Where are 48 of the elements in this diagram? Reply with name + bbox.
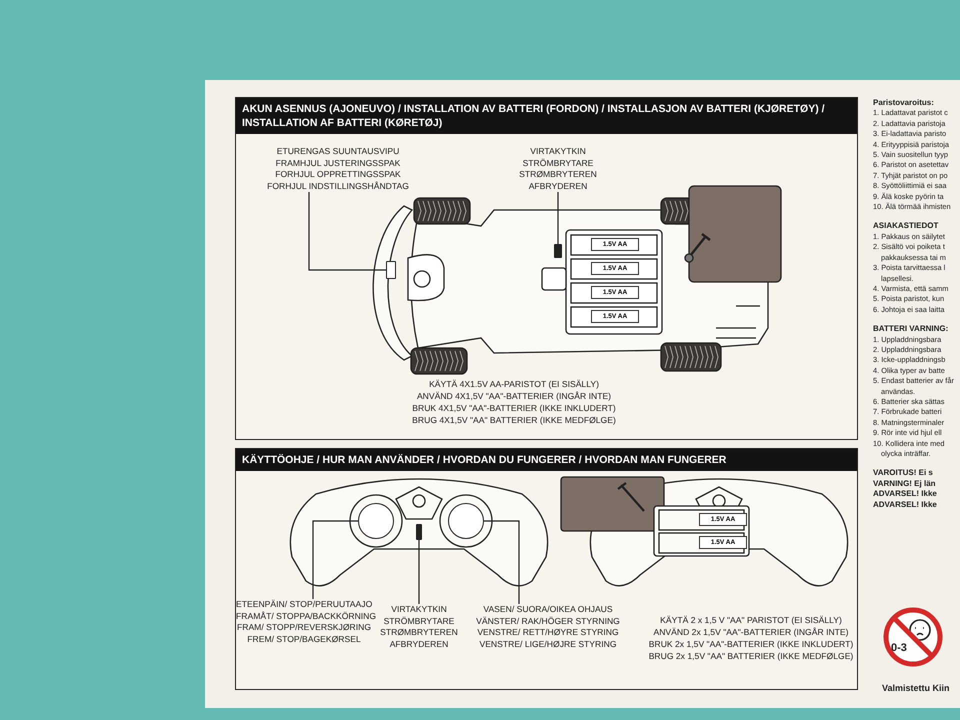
warning-text: VARNING! Ej län: [873, 478, 937, 490]
part-label: STRØMBRYTEREN: [519, 169, 597, 180]
instruction-text: ANVÄND 4X1,5V "AA"-BATTERIER (INGÅR INTE): [416, 390, 612, 402]
part-label: ETURENGAS SUUNTAUSVIPU: [276, 146, 400, 158]
part-label: VÄNSTER/ RAK/HÖGER STYRNING: [476, 616, 620, 627]
instruction-panel: [235, 97, 858, 440]
part-label: FRAMÅT/ STOPPA/BACKKÖRNING: [236, 610, 376, 622]
leader-line: [484, 520, 520, 604]
instruction-text: BRUK 4X1,5V "AA"-BATTERIER (IKKE INKLUDERT): [411, 402, 617, 414]
part-label: FREM/ STOP/BAGEKØRSEL: [247, 634, 361, 645]
power-switch: [416, 524, 422, 540]
part-label: FRAM/ STOPP/REVERSKJØRING: [236, 622, 372, 634]
leader-line: [557, 192, 559, 244]
leader-line: [308, 192, 386, 271]
part-label: FORHJUL INDSTILLINGSHÅNDTAG: [267, 180, 409, 192]
instruction-text: BRUG 2x 1,5V "AA" BATTERIER (IKKE MEDFØLGE): [648, 650, 854, 662]
warning-text: ADVARSEL! Ikke: [873, 489, 938, 500]
part-label: VENSTRE/ RETT/HØYRE STYRING: [477, 627, 619, 638]
origin-text: Valmistettu Kiin: [882, 683, 950, 693]
instruction-panel: [235, 448, 858, 690]
part-label: VASEN/ SUORA/OIKEA OHJAUS: [483, 604, 613, 616]
instruction-text: ANVÄND 2x 1,5V "AA"-BATTERIER (INGÅR INTE): [652, 626, 850, 638]
warning-text: ADVARSEL! Ikke: [873, 500, 938, 510]
steering-lever: [386, 261, 396, 279]
part-label: VIRTAKYTKIN: [391, 604, 447, 616]
part-label: STRØMBRYTEREN: [380, 627, 458, 638]
age-label: 0-3: [891, 642, 907, 654]
part-label: STRÖMBRYTARE: [384, 616, 454, 627]
part-label: VENSTRE/ LIGE/HØJRE STYRING: [479, 638, 617, 650]
section-heading: KÄYTTÖOHJE / HUR MAN ANVÄNDER / HVORDAN DU FUNGERER / HVORDAN MAN FUNGERER: [236, 449, 857, 472]
part-label: FRAMHJUL JUSTERINGSSPAK: [276, 158, 400, 169]
part-label: VIRTAKYTKIN: [530, 146, 586, 158]
leader-line: [418, 540, 420, 604]
warning-text: VAROITUS! Ei s: [873, 468, 934, 479]
instruction-text: KÄYTÄ 2 x 1,5 V "AA" PARISTOT (EI SISÄLLY): [659, 614, 843, 626]
section-heading: Paristovaroitus:: [873, 98, 935, 108]
section-heading: AKUN ASENNUS (AJONEUVO) / INSTALLATION AV BATTERI (FORDON) / INSTALLASJON AV BATTERI (KJØRETØY) / INSTALLATION AF BATTERI (KØRETØJ): [236, 98, 857, 134]
part-label: AFBRYDEREN: [390, 638, 448, 650]
part-label: STRÖMBRYTARE: [522, 158, 594, 169]
section-heading: ASIAKASTIEDOT: [873, 221, 940, 232]
power-switch: [554, 244, 562, 258]
instruction-text: BRUG 4X1,5V "AA" BATTERIER (IKKE MEDFØLGE): [411, 414, 617, 426]
part-label: FORHJUL OPPRETTINGSSPAK: [275, 169, 401, 180]
part-label: ETEENPÄIN/ STOP/PERUUTAAJO: [236, 599, 372, 610]
instruction-text: BRUK 2x 1,5V "AA"-BATTERIER (IKKE INKLUDERT): [648, 638, 854, 650]
section-heading: BATTERI VARNING:: [873, 324, 950, 335]
instruction-text: KÄYTÄ 4X1.5V AA-PARISTOT (EI SISÄLLY): [428, 378, 600, 390]
part-label: AFBRYDEREN: [528, 180, 588, 192]
